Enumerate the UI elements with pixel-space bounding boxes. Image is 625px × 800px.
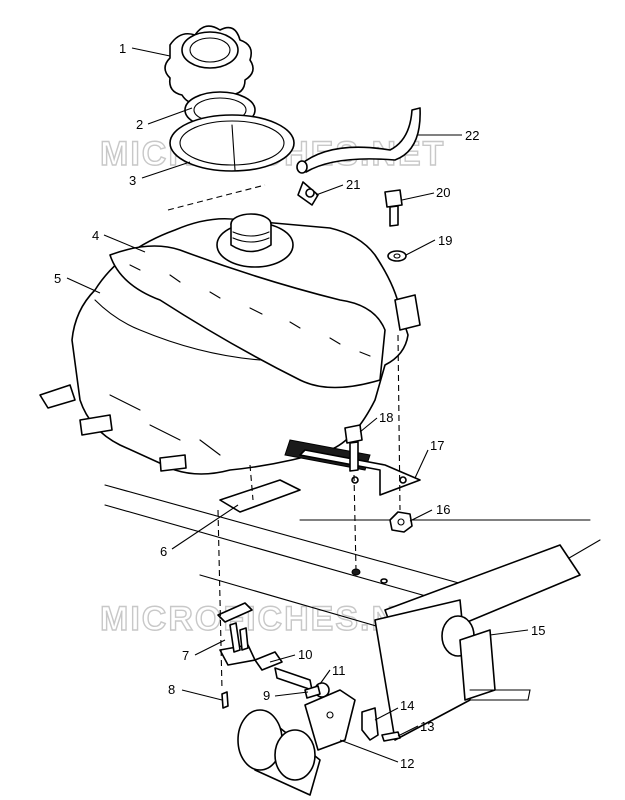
mounting-plate <box>304 689 356 751</box>
decal-ring <box>169 114 295 172</box>
bolt-20 <box>384 189 403 227</box>
callout-3: 3 <box>129 173 136 188</box>
fuel-valve-assembly <box>217 602 330 709</box>
foam-pad <box>109 245 386 389</box>
callout-22: 22 <box>465 128 479 143</box>
callout-21: 21 <box>346 177 360 192</box>
tank-bracket <box>284 439 421 496</box>
callout-1: 1 <box>119 41 126 56</box>
callout-labels: 1 2 3 4 5 6 7 8 9 10 11 12 13 14 15 16 1… <box>54 41 545 771</box>
callout-13: 13 <box>420 719 434 734</box>
callout-15: 15 <box>531 623 545 638</box>
callout-20: 20 <box>436 185 450 200</box>
screw-13 <box>381 731 401 742</box>
callout-2: 2 <box>136 117 143 132</box>
vent-fitting <box>297 181 319 206</box>
callout-8: 8 <box>168 682 175 697</box>
callout-7: 7 <box>182 648 189 663</box>
bolt-18 <box>344 424 363 472</box>
nut-16 <box>389 511 413 533</box>
callout-4: 4 <box>92 228 99 243</box>
washer-19 <box>387 250 407 262</box>
vent-hose <box>296 107 421 174</box>
callout-6: 6 <box>160 544 167 559</box>
callout-14: 14 <box>400 698 414 713</box>
callout-10: 10 <box>298 647 312 662</box>
callout-9: 9 <box>263 688 270 703</box>
callout-12: 12 <box>400 756 414 771</box>
frame <box>104 484 601 796</box>
leader-lines <box>66 47 529 763</box>
callout-17: 17 <box>430 438 444 453</box>
callout-11: 11 <box>332 663 346 678</box>
frame-holes <box>351 568 388 584</box>
callout-18: 18 <box>379 410 393 425</box>
hold-down-strap <box>219 479 301 513</box>
callout-5: 5 <box>54 271 61 286</box>
gas-cap <box>164 25 254 104</box>
callout-16: 16 <box>436 502 450 517</box>
alignment-lines <box>167 184 401 691</box>
callout-19: 19 <box>438 233 452 248</box>
clip-14 <box>361 707 379 741</box>
